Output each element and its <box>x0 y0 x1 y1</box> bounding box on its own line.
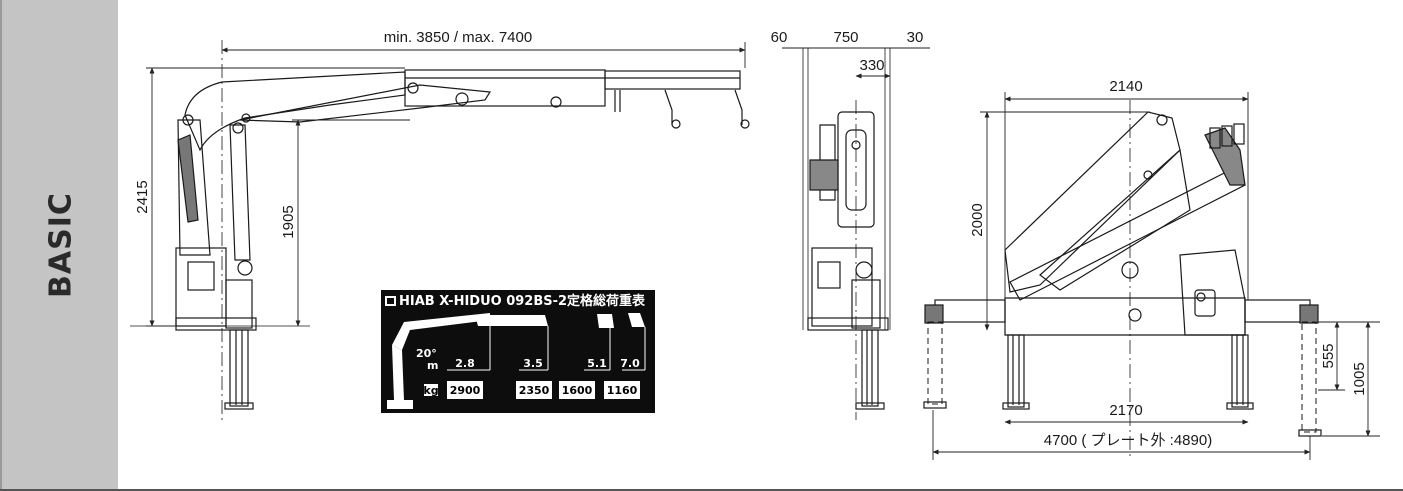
plate-unit-m: m <box>427 359 438 372</box>
main-boom <box>184 71 406 152</box>
dim-stroke-2: 1005 <box>1351 362 1368 395</box>
dim-stroke-1: 555 <box>1320 343 1337 368</box>
rear-dimensions <box>782 47 930 79</box>
front-dimensions <box>932 92 1380 460</box>
plate-load-4: 1160 <box>607 384 638 397</box>
plate-radius-3: 5.1 <box>587 357 607 370</box>
side-view <box>130 40 750 420</box>
extension-boom <box>404 69 606 107</box>
dim-side-inner: 330 <box>859 57 884 74</box>
dim-plate-span: 4700 ( プレート外 :4890) <box>1044 432 1212 449</box>
dim-front-height: 2000 <box>969 203 986 236</box>
plate-title: HIAB X-HIDUO 092BS-2 <box>399 294 567 309</box>
front-housing <box>1179 249 1246 336</box>
plate-radius-2: 3.5 <box>523 357 543 370</box>
extension-tip <box>604 70 741 90</box>
plate-load-1: 2900 <box>450 384 481 397</box>
outrigger-leg <box>229 329 249 407</box>
base-housing <box>175 247 227 327</box>
rear-leg <box>861 329 879 407</box>
dim-side-mid: 750 <box>833 29 858 46</box>
front-boom <box>1004 111 1181 293</box>
plate-load-2: 2350 <box>519 384 550 397</box>
plate-radius-4: 7.0 <box>620 357 640 370</box>
load-plate: HIAB X-HIDUO 092BS-2 定格総荷重表 20° m 2.8 3.… <box>381 290 655 413</box>
section-tab: BASIC <box>0 0 118 491</box>
plate-radius-1: 2.8 <box>455 357 475 370</box>
dim-outrigger-span: 2170 <box>1109 402 1142 419</box>
rear-view <box>802 48 891 420</box>
inner-boom <box>239 84 492 123</box>
dim-hook-height: 1905 <box>280 205 297 238</box>
frame-bottom-rule <box>0 489 1403 491</box>
dim-total-height: 2415 <box>134 180 151 213</box>
front-view <box>923 100 1322 460</box>
dim-side-right: 30 <box>907 29 924 46</box>
plate-unit-kg: kg <box>423 384 438 397</box>
plate-load-3: 1600 <box>562 384 593 397</box>
plate-angle: 20° <box>416 347 437 360</box>
side-dimensions <box>146 42 746 327</box>
dim-reach: min. 3850 / max. 7400 <box>384 29 532 46</box>
plate-title-jp: 定格総荷重表 <box>566 293 646 309</box>
dim-side-left: 60 <box>771 29 788 46</box>
dim-front-width: 2140 <box>1109 78 1142 95</box>
